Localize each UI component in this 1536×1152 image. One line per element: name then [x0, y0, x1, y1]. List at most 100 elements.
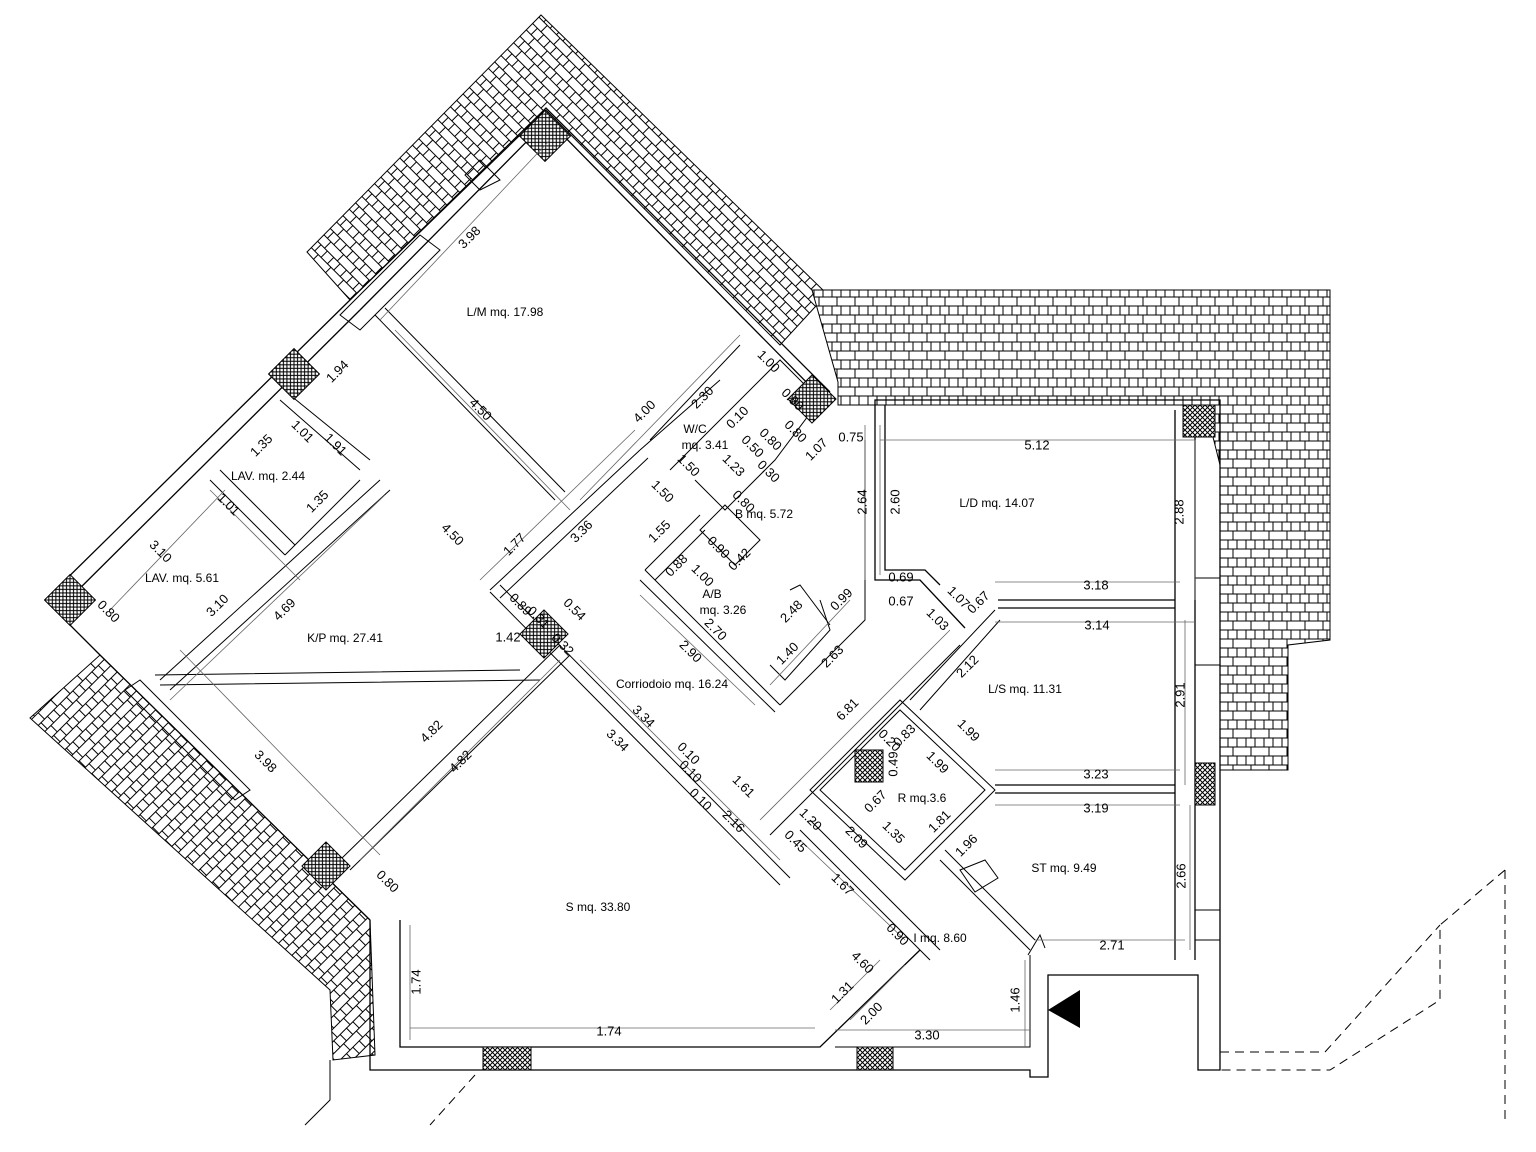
dimension-label: 1.55 — [645, 517, 674, 546]
dimension-label: 3.34 — [629, 702, 658, 731]
dimension-label: 1.91 — [321, 430, 350, 459]
dimension-label: 4.69 — [270, 595, 299, 624]
dimension-label: 0.10 — [723, 403, 752, 432]
dimension-label: 6.81 — [833, 695, 862, 724]
room-label-lav1: LAV. mq. 2.44 — [231, 469, 305, 483]
dimension-label: 1.01 — [288, 417, 317, 446]
dashed-lines — [304, 869, 1506, 1126]
dimension-label: 1.67 — [828, 870, 857, 899]
dimension-label: 0.69 — [888, 569, 913, 584]
room-label-lm: L/M mq. 17.98 — [467, 305, 544, 319]
dimension-label: 0.67 — [861, 787, 890, 816]
dimension-label: 0.90 — [883, 920, 912, 949]
room-labels: L/M mq. 17.98W/C mq. 3.41 B mq. 5.72 L/D mq… — [145, 305, 1097, 945]
room-label-r: R mq.3.6 — [898, 791, 947, 805]
dimension-label: 1.74 — [408, 969, 423, 994]
dimension-label: 1.20 — [796, 805, 825, 834]
dimension-label: 1.99 — [923, 748, 952, 777]
dimension-label: 0.88 — [662, 551, 691, 580]
room-label-i: I mq. 8.60 — [913, 931, 967, 945]
room-label-st: ST mq. 9.49 — [1031, 861, 1096, 875]
dimension-label: 0.45 — [781, 827, 810, 856]
room-label-ld: L/D mq. 14.07 — [959, 496, 1035, 510]
terrace-north — [306, 14, 828, 346]
dimension-label: 3.98 — [251, 747, 280, 776]
dimension-label: 5.12 — [1024, 437, 1049, 452]
dimension-label: 3.10 — [203, 591, 232, 620]
dimension-label: 1.74 — [596, 1023, 621, 1038]
dimension-label: 3.10 — [146, 537, 175, 566]
room-label-wc1: W/C — [683, 422, 707, 436]
dimension-label: 4.50 — [466, 395, 495, 424]
dimension-label: 2.66 — [1173, 863, 1188, 888]
room-label-ls: L/S mq. 11.31 — [988, 682, 1062, 696]
dimension-label: 1.46 — [1007, 987, 1022, 1012]
dimension-label: 2.71 — [1099, 937, 1124, 952]
dimension-label: 0.99 — [827, 585, 856, 614]
columns — [43, 109, 1216, 1071]
dimension-label: 3.34 — [603, 726, 632, 755]
dimension-label: 4.82 — [446, 747, 475, 776]
room-label-b: B mq. 5.72 — [735, 507, 793, 521]
dimension-label: 1.01 — [214, 490, 243, 519]
room-label-lav2: LAV. mq. 5.61 — [145, 571, 219, 585]
dimension-label: 4.60 — [848, 948, 877, 977]
dimension-label: 1.61 — [729, 772, 758, 801]
dimension-lines — [109, 139, 1196, 1047]
dimension-label: 3.98 — [455, 223, 484, 252]
room-label-wc2: mq. 3.41 — [682, 438, 729, 452]
dimension-label: 2.63 — [818, 642, 847, 671]
dimension-label: 2.09 — [842, 823, 871, 852]
dimension-label: 0.75 — [838, 429, 863, 444]
dimension-label: 0.49 — [885, 751, 900, 776]
terrace-east — [811, 289, 1331, 771]
dimension-label: 1.35 — [879, 818, 908, 847]
dimension-label: 3.14 — [1084, 617, 1109, 632]
dimension-label: 1.07 — [802, 435, 831, 464]
room-label-ab1: A/B — [702, 587, 721, 601]
dimension-label: 1.50 — [648, 477, 677, 506]
dimension-label: 3.30 — [914, 1027, 939, 1042]
room-label-corr: Corriodoio mq. 16.24 — [616, 677, 728, 691]
dimension-label: 3.23 — [1083, 766, 1108, 781]
dimension-label: 2.00 — [857, 999, 886, 1028]
dimension-label: 2.70 — [701, 615, 730, 644]
dimension-label: 1.81 — [925, 807, 954, 836]
entrance-arrow-icon — [1048, 990, 1080, 1028]
dimension-label: 1.35 — [303, 487, 332, 516]
dimension-label: 1.96 — [952, 831, 981, 860]
dimension-label: 1.00 — [754, 347, 783, 376]
dimension-label: 1.42 — [495, 629, 520, 644]
dimension-label: 4.50 — [438, 520, 467, 549]
dimension-label: 3.36 — [567, 517, 596, 546]
dimension-label: 1.94 — [323, 357, 352, 386]
room-label-kp: K/P mq. 27.41 — [307, 631, 383, 645]
dimension-label: 1.00 — [688, 561, 717, 590]
dimension-label: 2.12 — [953, 652, 982, 681]
dimension-label: 1.31 — [828, 978, 857, 1007]
dimension-label: 2.60 — [887, 489, 902, 514]
dimension-label: 0.67 — [888, 593, 913, 608]
terraces — [29, 14, 1331, 1061]
dimension-label: 0.54 — [560, 595, 589, 624]
dimension-label: 0.90 — [704, 533, 733, 562]
dimension-label: 2.91 — [1172, 682, 1187, 707]
dimension-label: 1.77 — [500, 530, 529, 559]
dimension-label: 0.10 — [686, 785, 715, 814]
room-label-ab2: mq. 3.26 — [700, 603, 747, 617]
room-label-s: S mq. 33.80 — [566, 900, 631, 914]
dimension-label: 1.35 — [247, 431, 276, 460]
dimension-label: 0.80 — [373, 867, 402, 896]
dimension-label: 3.18 — [1083, 577, 1108, 592]
dimension-label: 1.40 — [773, 639, 802, 668]
dimension-label: 2.90 — [676, 637, 705, 666]
dimension-label: 4.00 — [630, 397, 659, 426]
dimension-label: 1.23 — [719, 451, 748, 480]
dimension-label: 3.19 — [1083, 800, 1108, 815]
dimension-label: 2.48 — [777, 597, 806, 626]
dimension-label: 2.88 — [1171, 499, 1186, 524]
dimension-label: 0.80 — [781, 417, 810, 446]
dimension-label: 0.30 — [754, 457, 783, 486]
dimension-label: 4.82 — [417, 717, 446, 746]
